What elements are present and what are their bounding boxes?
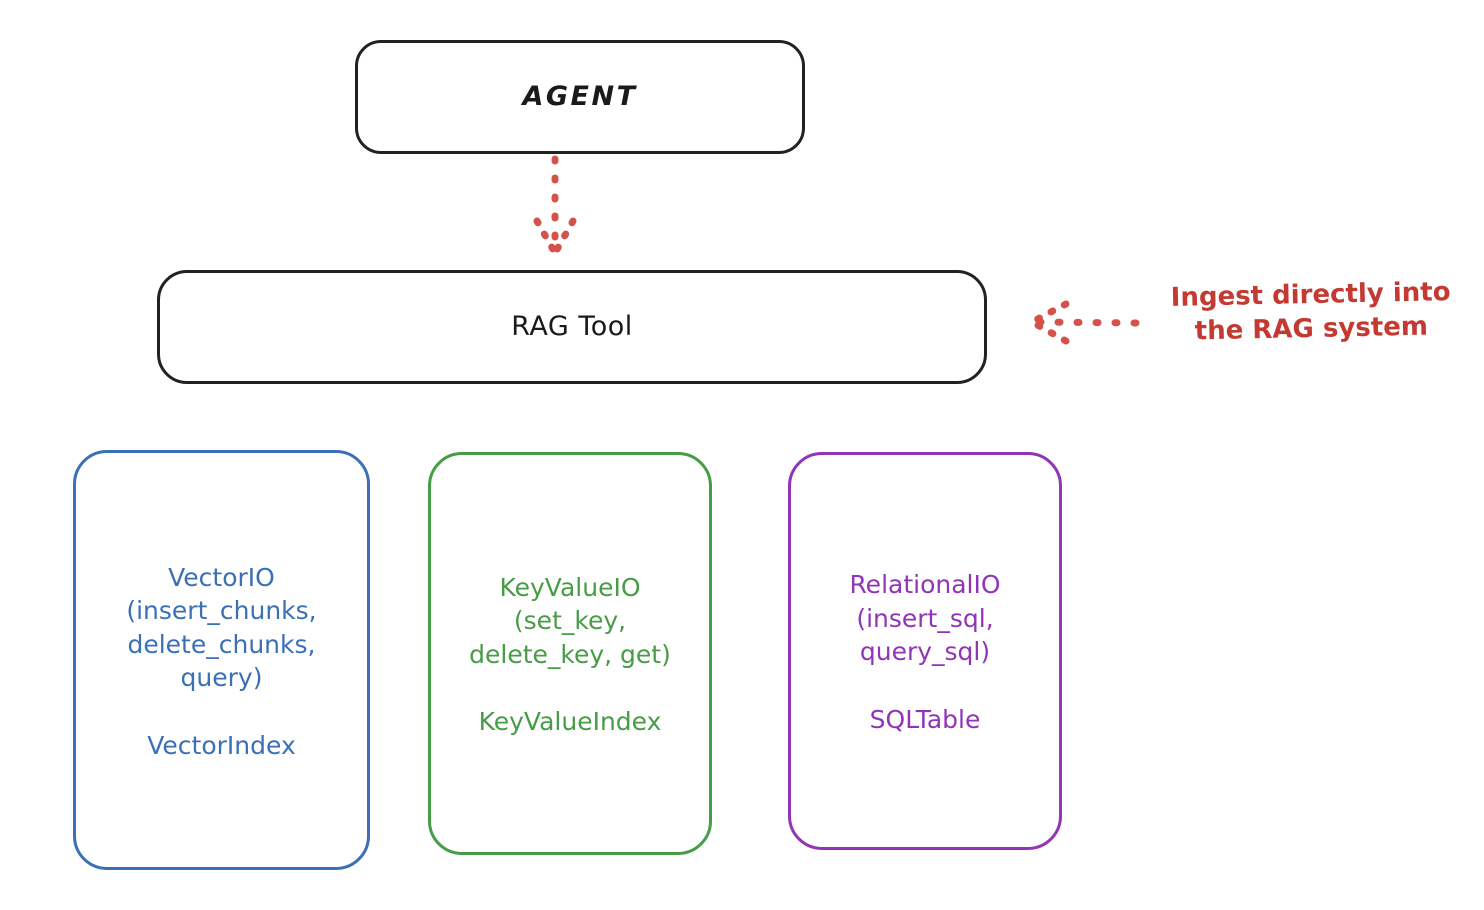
agent-node-label: AGENT xyxy=(522,81,638,113)
ingest-annotation-label: Ingest directly into the RAG system xyxy=(1170,277,1451,347)
relational-io-node[interactable]: RelationalIO (insert_sql, query_sql) SQL… xyxy=(788,452,1062,850)
agent-to-ragtool-arrow-icon xyxy=(533,155,577,257)
rag-tool-node-label: RAG Tool xyxy=(511,311,633,343)
rag-tool-node[interactable]: RAG Tool xyxy=(157,270,987,384)
agent-node[interactable]: AGENT xyxy=(355,40,805,154)
vector-io-api-label: VectorIO (insert_chunks, delete_chunks, … xyxy=(126,562,317,693)
key-value-io-api-label: KeyValueIO (set_key, delete_key, get) xyxy=(469,572,671,669)
vector-io-index-label: VectorIndex xyxy=(147,730,296,760)
ingest-arrow-icon xyxy=(1028,300,1140,345)
relational-io-api-label: RelationalIO (insert_sql, query_sql) xyxy=(849,570,1001,667)
relational-io-index-label: SQLTable xyxy=(869,704,981,734)
vector-io-node[interactable]: VectorIO (insert_chunks, delete_chunks, … xyxy=(73,450,370,870)
key-value-io-index-label: KeyValueIndex xyxy=(478,707,662,737)
key-value-io-node[interactable]: KeyValueIO (set_key, delete_key, get) Ke… xyxy=(428,452,712,855)
